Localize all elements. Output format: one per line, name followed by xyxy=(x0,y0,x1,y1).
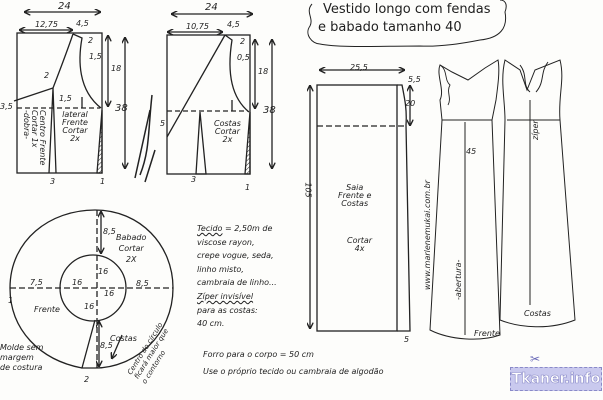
skirt-pattern xyxy=(310,70,410,332)
signature xyxy=(134,94,156,183)
ruffle-left-width: 7,5 xyxy=(30,278,43,287)
skirt-length: 105 xyxy=(303,182,313,198)
watermark: Tkaner.info xyxy=(510,367,602,391)
ruffle-right-width: 8,5 xyxy=(136,279,149,288)
opening-label: -abertura- xyxy=(454,259,463,300)
back-center-drop: 5 xyxy=(160,119,166,128)
front-neck-point: 2 xyxy=(44,71,50,80)
illustration-front: Frente xyxy=(474,329,500,338)
ruffle-label: Babado Cortar 2X xyxy=(116,233,147,265)
ruffle-inner-bottom: 16 xyxy=(84,302,95,311)
skirt-cut: Cortar 4x xyxy=(347,236,373,253)
front-dart-bottom: 3 xyxy=(50,177,56,186)
front-bodice-pattern xyxy=(13,12,125,174)
scissors-icon: ✂ xyxy=(530,352,541,366)
front-armhole: 1,5 xyxy=(89,52,102,61)
fabric-label: Tecido xyxy=(197,224,223,233)
front-side-label: lateral Frente Cortar 2x xyxy=(62,110,88,143)
back-width: 24 xyxy=(205,2,218,13)
back-label: Costas Cortar 2x xyxy=(214,119,241,144)
ruffle-inner-right: 16 xyxy=(104,289,115,298)
ruffle-note: Molde sem margem de costura xyxy=(0,343,44,372)
front-center-offset: 1,5 xyxy=(59,94,72,103)
back-top-width: 10,75 xyxy=(186,22,209,31)
front-side-drop: 3,5 xyxy=(0,102,13,111)
ruffle-inner-top: 16 xyxy=(98,267,109,276)
back-armhole: 0,5 xyxy=(237,53,250,62)
title-cloud xyxy=(307,0,507,47)
fabric-line: cambraia de linho... xyxy=(197,278,277,288)
website-url: www.marlenemukai.com.br xyxy=(423,180,432,290)
skirt-hem-ext: 5 xyxy=(404,335,410,344)
back-shoulder: 4,5 xyxy=(227,20,240,29)
front-top-width: 12,75 xyxy=(35,20,58,29)
back-dart-bottom: 3 xyxy=(191,175,197,184)
zipper-line: para as costas: xyxy=(197,305,258,315)
materials-notes: Tecido = 2,50m de viscose rayon, crepe v… xyxy=(197,222,277,331)
lining-note: Forro para o corpo = 50 cm xyxy=(203,350,314,359)
ruffle-inner-left: 16 xyxy=(72,278,83,287)
ruffle-pattern xyxy=(9,209,174,369)
fabric-line: viscose rayon, xyxy=(197,237,255,247)
fabric-value: = 2,50m de xyxy=(224,224,273,233)
front-center-label: Centro Frente Cortar 1x -dobra- xyxy=(22,110,47,166)
lining-detail: Use o próprio tecido ou cambraia de algo… xyxy=(203,367,384,376)
back-shoulder-drop: 2 xyxy=(240,37,246,46)
skirt-hip-depth: 20 xyxy=(405,99,416,108)
skirt-hip-ext: 5,5 xyxy=(408,75,421,84)
ruffle-mark-1: 1 xyxy=(8,296,14,305)
title-line-1: Vestido longo com fendas xyxy=(323,2,491,17)
front-length: 38 xyxy=(115,103,128,114)
ruffle-front: Frente xyxy=(34,305,60,314)
skirt-label: Saia Frente e Costas xyxy=(338,183,372,208)
ruffle-back: Costas xyxy=(110,334,137,343)
front-shoulder-drop: 2 xyxy=(88,36,94,45)
ruffle-bottom-depth: 8,5 xyxy=(100,341,113,350)
front-side-bottom: 1 xyxy=(100,177,106,186)
slit-length: 45 xyxy=(466,147,477,156)
front-width: 24 xyxy=(58,1,71,12)
illustration-back: Costas xyxy=(524,309,551,318)
ruffle-mark-2: 2 xyxy=(84,375,90,384)
fabric-line: linho misto, xyxy=(197,264,244,274)
back-side-bottom: 1 xyxy=(245,183,251,192)
zipper-note-label: Zíper invisível xyxy=(197,291,254,301)
title-line-2: e babado tamanho 40 xyxy=(318,20,462,35)
dress-illustrations xyxy=(429,59,576,340)
back-armhole-height: 18 xyxy=(258,67,269,76)
fabric-line: crepe vogue, seda, xyxy=(197,251,274,261)
front-shoulder: 4,5 xyxy=(76,19,89,28)
ruffle-top-depth: 8,5 xyxy=(103,227,116,236)
front-armhole-height: 18 xyxy=(111,64,122,73)
back-length: 38 xyxy=(263,105,276,116)
back-bodice-pattern xyxy=(166,14,272,175)
zipper-line: 40 cm. xyxy=(197,319,225,329)
zipper-label: zíper xyxy=(531,120,540,140)
skirt-width: 25,5 xyxy=(350,63,368,72)
